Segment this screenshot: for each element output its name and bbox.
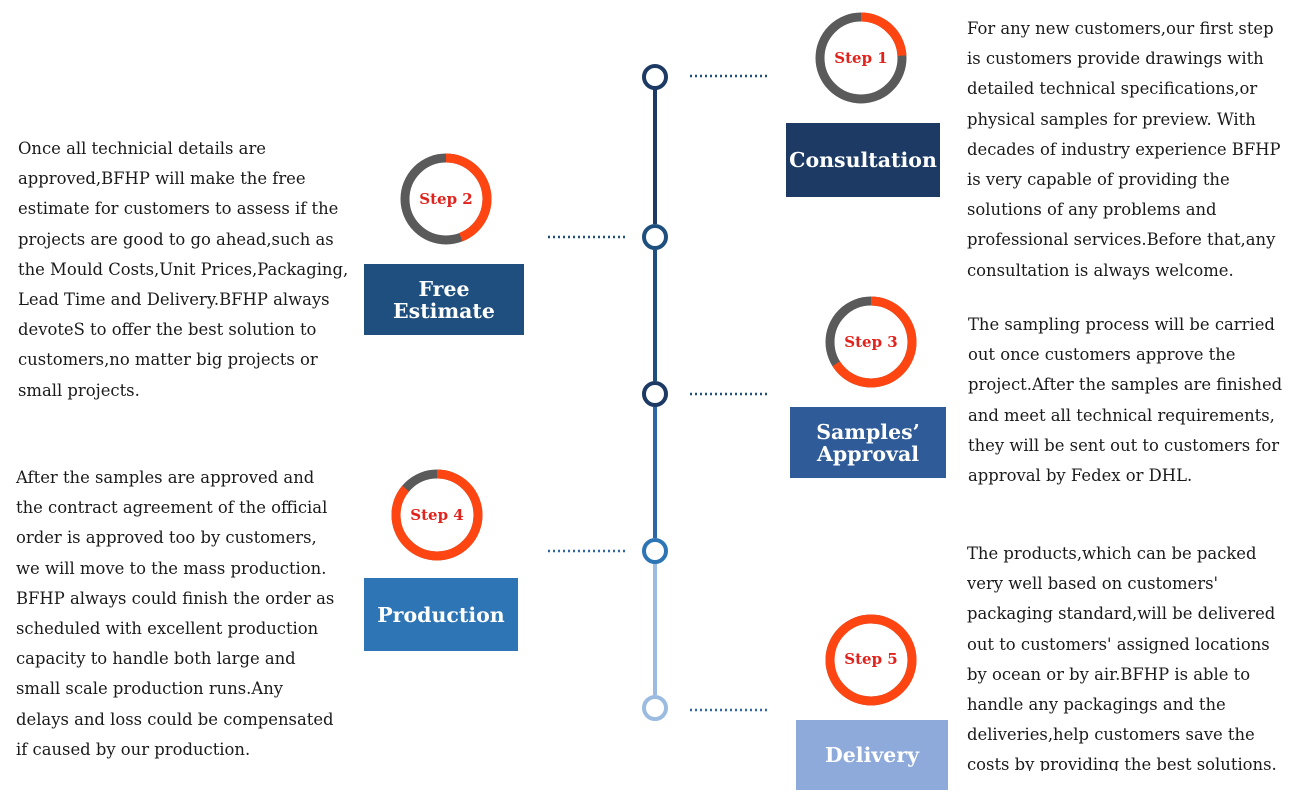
timeline-node-2 (642, 224, 668, 250)
step-5-ring (825, 614, 917, 706)
step-3-label: Step 3 (844, 333, 898, 351)
step-2-label: Step 2 (419, 190, 473, 208)
free-estimate-box: Free Estimate (364, 264, 524, 335)
step-4-label: Step 4 (410, 506, 464, 524)
step-3-ring-progress (825, 296, 917, 388)
step-5-label: Step 5 (844, 650, 898, 668)
step-1-ring (815, 12, 907, 104)
step-2-description: Once all technicial details are approved… (18, 139, 349, 400)
step-3-ring (825, 296, 917, 388)
consultation-box: Consultation (786, 123, 940, 197)
production-box: Production (364, 578, 518, 651)
step-1-description: For any new customers,our first step is … (967, 19, 1281, 280)
step-1-ring-progress (815, 12, 907, 104)
step-4-ring (391, 469, 483, 561)
timeline-node-4 (642, 538, 668, 564)
step-2-ring-progress (400, 153, 492, 245)
timeline-node-1 (642, 64, 668, 90)
step-4-ring-progress (391, 469, 483, 561)
step-5-description: The products,which can be packed very we… (967, 544, 1277, 771)
step-5-ring-progress (825, 614, 917, 706)
timeline-node-3 (642, 381, 668, 407)
step-4-description: After the samples are approved and the c… (16, 468, 335, 759)
step-3-description: The sampling process will be carried out… (968, 315, 1283, 486)
step-2-ring (400, 153, 492, 245)
delivery-box: Delivery (796, 720, 948, 790)
step-1-label: Step 1 (834, 49, 888, 67)
samples-approval-box: Samples’ Approval (790, 407, 946, 478)
timeline-node-5 (642, 695, 668, 721)
